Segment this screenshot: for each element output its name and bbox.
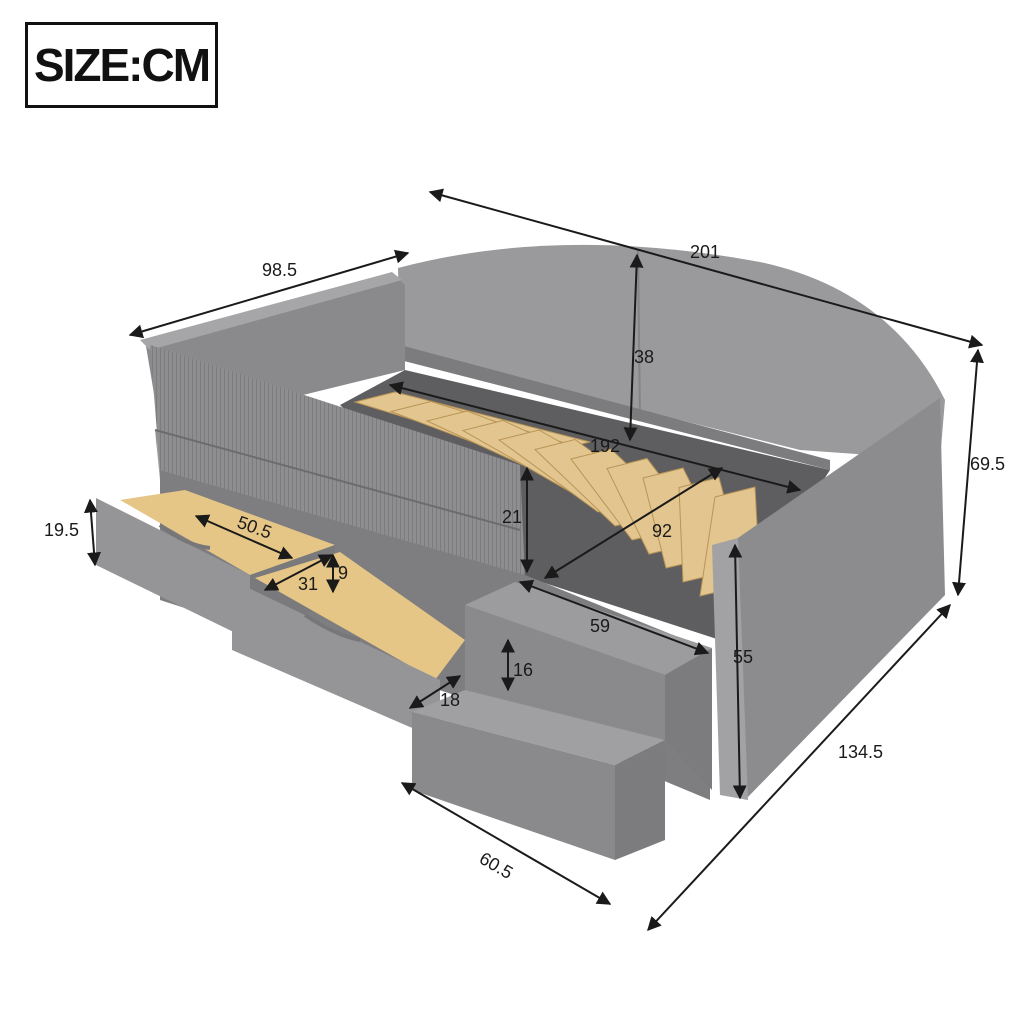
dim-line-192 [388, 381, 802, 494]
dim-line-201 [428, 188, 984, 349]
dim-line-69-5 [952, 348, 984, 597]
dim-label-55: 55 [733, 647, 753, 667]
dim-label-38: 38 [634, 347, 654, 367]
dim-label-69-5: 69.5 [970, 454, 1005, 474]
dim-label-134-5: 134.5 [838, 742, 883, 762]
dim-label-16: 16 [513, 660, 533, 680]
dim-line-18 [408, 675, 462, 709]
dim-label-192: 192 [590, 436, 620, 456]
dim-label-92: 92 [652, 521, 672, 541]
step-upper-front [465, 605, 665, 740]
size-unit-box: SIZE:CM [25, 22, 218, 108]
dim-line-31 [263, 554, 334, 591]
drawer-1-front [96, 498, 250, 640]
dim-label-59: 59 [590, 616, 610, 636]
dim-label-18: 18 [440, 690, 460, 710]
size-unit-label: SIZE:CM [33, 39, 211, 91]
dim-line-98-5 [128, 249, 410, 339]
dim-label-31: 31 [298, 574, 318, 594]
dim-label-19-5: 19.5 [44, 520, 79, 540]
dim-line-19-5 [83, 498, 102, 567]
dim-line-92 [543, 467, 724, 579]
dim-label-21: 21 [502, 507, 522, 527]
drawer-2-handle [303, 613, 361, 642]
dim-line-60-5 [400, 782, 612, 905]
front-rail-seam [154, 429, 521, 531]
dim-label-201: 201 [690, 242, 720, 262]
dim-line-50-5 [194, 514, 294, 560]
step-lower-top [412, 690, 665, 765]
dim-label-60-5: 60.5 [476, 848, 516, 883]
dim-line-134-5 [647, 603, 951, 932]
drawer-2-front [232, 580, 440, 740]
dim-label-9: 9 [338, 563, 348, 583]
dim-label-98-5: 98.5 [262, 260, 297, 280]
